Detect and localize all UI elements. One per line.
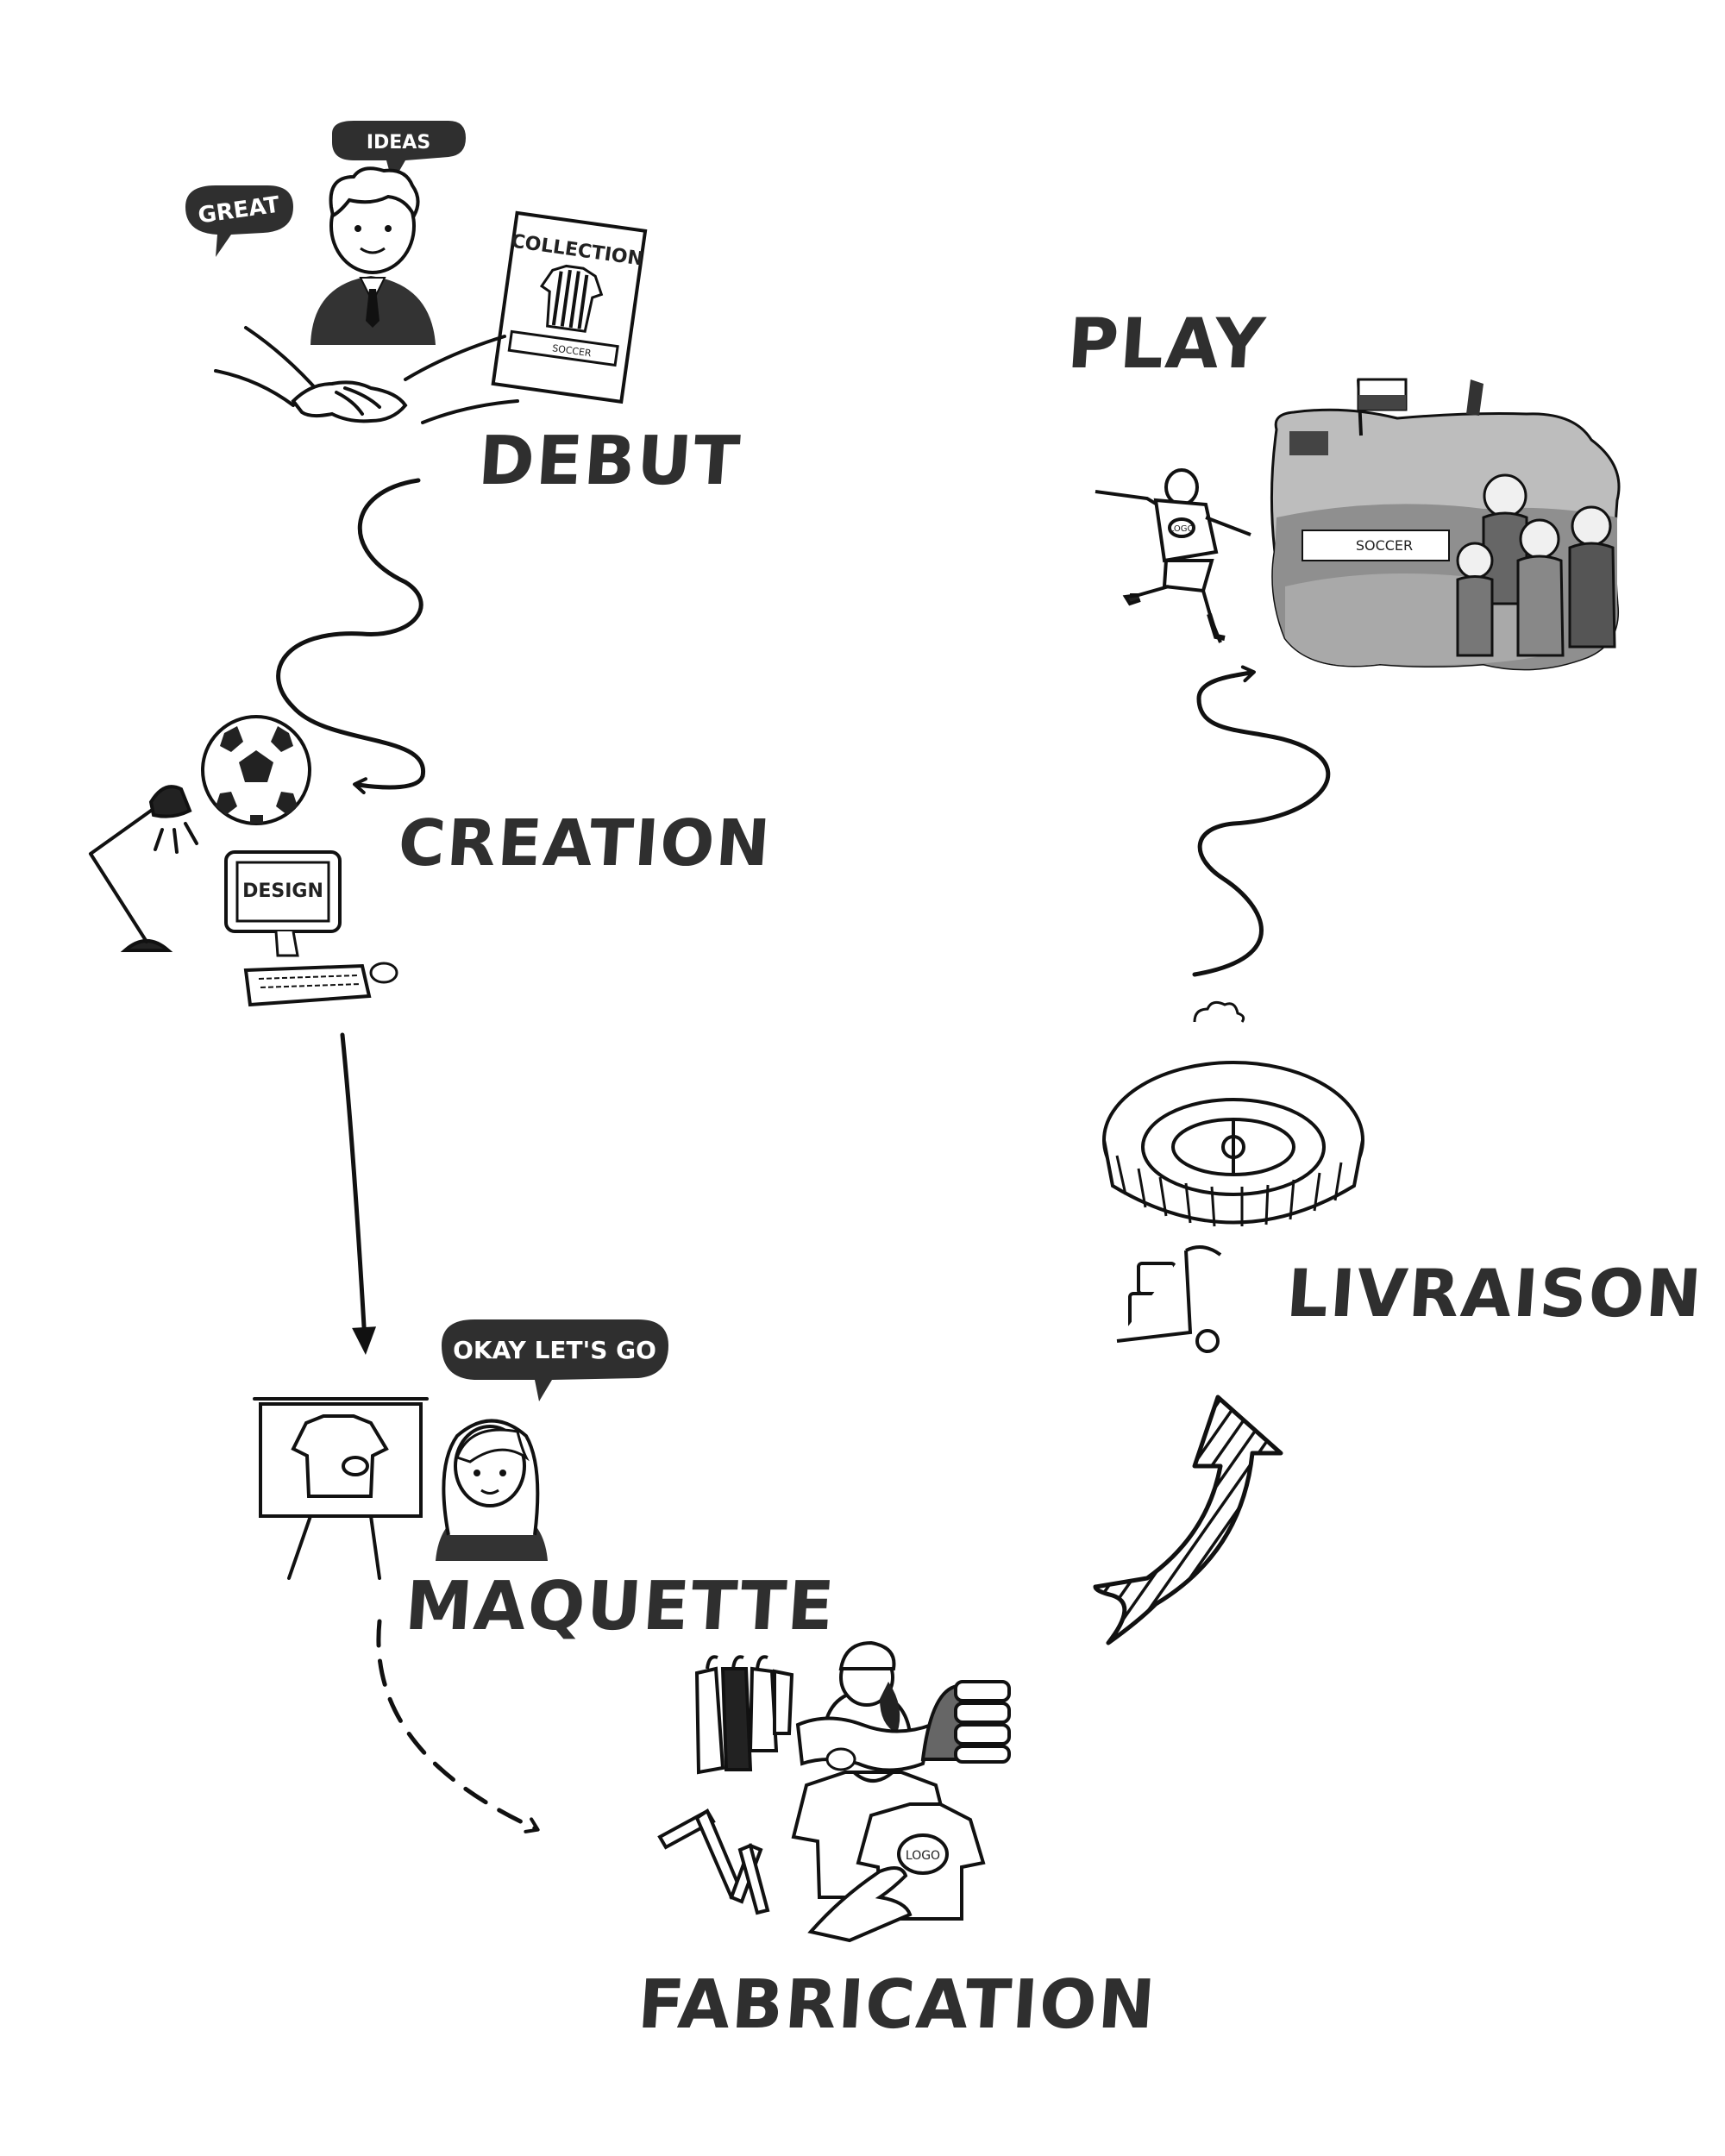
arrow-debut-to-creation [276,478,425,795]
desk-lamp-icon [89,785,198,952]
arrow-fabrication-to-livraison [1093,1395,1283,1645]
soccer-banner-text: SOCCER [551,342,592,359]
ideas-speech-bubble: IDEAS [332,121,466,183]
play-illustration: SOCCER LOGO [1095,378,1621,671]
businessman-figure [310,166,436,345]
measuring-ruler-icon [657,1808,770,1915]
stage-label-play: PLAY [1064,304,1270,384]
hand-truck-icon [1116,1245,1222,1353]
livraison-illustration [1102,1000,1364,1353]
okay-text: OKAY LET'S GO [453,1336,656,1364]
tshirts-and-hand-icon: LOGO [791,1771,986,1943]
stage-label-debut: DEBUT [475,423,744,500]
great-speech-bubble: GREAT [185,185,293,257]
soccer-banner-play: SOCCER [1356,537,1413,554]
clothes-rack-icon [694,1655,794,1775]
tailor-figure [795,1640,934,1772]
fabrication-logo-text: LOGO [906,1849,940,1863]
soccer-player-figure: LOGO [1095,468,1251,643]
debut-illustration: IDEAS GREAT COLLECTION SO [185,121,648,424]
iron-and-towels-icon [920,1680,1011,1764]
stage-label-fabrication: FABRICATION [635,1966,1159,2044]
presentation-board-icon [253,1397,429,1580]
stage-label-creation: CREATION [395,806,775,881]
design-screen-text: DESIGN [242,881,323,902]
ideas-text: IDEAS [367,132,430,154]
stadium-crowd-scene: SOCCER [1270,378,1621,671]
arrow-livraison-to-play [1192,665,1331,977]
fabrication-illustration: LOGO [657,1640,1011,1943]
handshake-icon [214,326,519,424]
stadium-icon [1102,1061,1364,1227]
creation-illustration: DESIGN [89,715,398,1007]
maquette-illustration: OKAY LET'S GO [253,1319,668,1580]
cloud-icon [1193,1000,1245,1023]
stage-label-livraison: LIVRAISON [1283,1255,1706,1332]
arrow-maquette-to-fabrication [376,1619,540,1833]
collection-poster: COLLECTION SOCCER [491,210,648,404]
computer-icon: DESIGN [224,850,398,1007]
arrow-creation-to-maquette [340,1032,377,1355]
player-logo-text: LOGO [1170,524,1195,534]
okay-speech-bubble: OKAY LET'S GO [442,1319,668,1401]
woman-figure [436,1419,548,1561]
stage-label-maquette: MAQUETTE [402,1568,838,1645]
soccer-ball-icon [201,715,311,825]
